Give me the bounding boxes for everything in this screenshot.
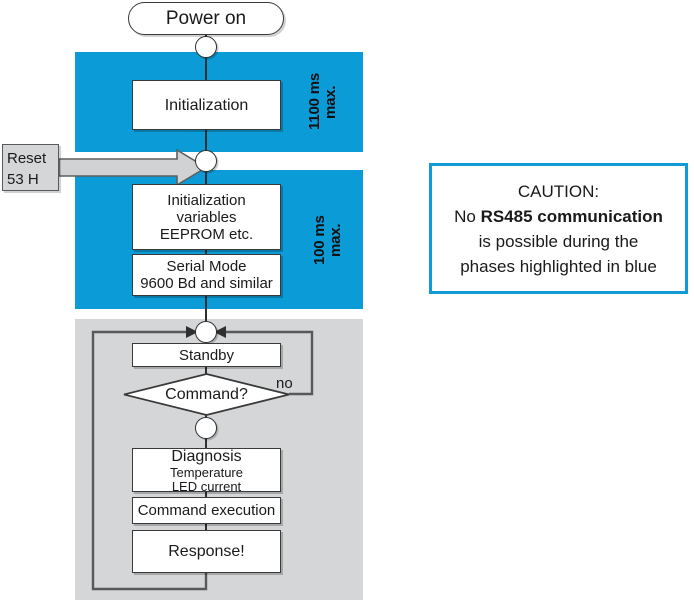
serial-mode-line2: 9600 Bd and similar	[140, 275, 273, 292]
process-box-standby: Standby	[132, 343, 281, 367]
diagnosis-line1: Diagnosis	[171, 447, 242, 465]
junction-node-power	[195, 36, 217, 58]
branch-label-no: no	[276, 375, 293, 392]
process-box-diagnosis: Diagnosis Temperature LED current	[132, 447, 281, 494]
standby-label: Standby	[178, 346, 235, 364]
diagnosis-line3: LED current	[171, 478, 242, 494]
caution-heading: CAUTION:	[517, 181, 600, 201]
init-variables-line3: EEPROM etc.	[159, 225, 254, 243]
init-variables-line2: variables	[176, 208, 237, 226]
band-label-1100ms: 1100 ms max.	[306, 73, 339, 131]
caution-line3: is possible during the	[478, 231, 639, 251]
process-box-initialization: Initialization	[132, 80, 281, 130]
reset-input-box: Reset 53 H	[2, 144, 59, 191]
junction-node-reset	[195, 150, 217, 172]
band-label-100ms: 100 ms max.	[311, 215, 344, 265]
decision-command: Command?	[124, 374, 289, 415]
response-label: Response!	[168, 543, 245, 560]
junction-node-loop-entry	[195, 321, 217, 343]
reset-line2: 53 H	[7, 171, 39, 188]
process-box-init-variables: Initialization variables EEPROM etc.	[132, 184, 281, 250]
caution-line2-prefix: No	[454, 206, 481, 226]
process-box-command-execution: Command execution	[132, 497, 281, 524]
caution-note: CAUTION: No RS485 communication is possi…	[429, 163, 688, 294]
init-variables-line1: Initialization	[167, 191, 246, 209]
caution-line2-bold: RS485 communication	[480, 206, 663, 226]
initialization-label: Initialization	[164, 96, 249, 114]
caution-line2: No RS485 communication	[454, 204, 663, 229]
junction-node-command-yes	[195, 417, 217, 439]
serial-mode-line1: Serial Mode	[166, 258, 247, 275]
caution-line4: phases highlighted in blue	[460, 256, 657, 276]
process-box-serial-mode: Serial Mode 9600 Bd and similar	[132, 254, 281, 296]
process-box-response: Response!	[132, 530, 281, 573]
command-execution-label: Command execution	[137, 502, 276, 519]
reset-line1: Reset	[7, 150, 47, 167]
terminal-power-on: Power on	[128, 2, 284, 35]
decision-command-label: Command?	[165, 385, 248, 403]
diagnosis-line2: Temperature	[170, 464, 243, 480]
